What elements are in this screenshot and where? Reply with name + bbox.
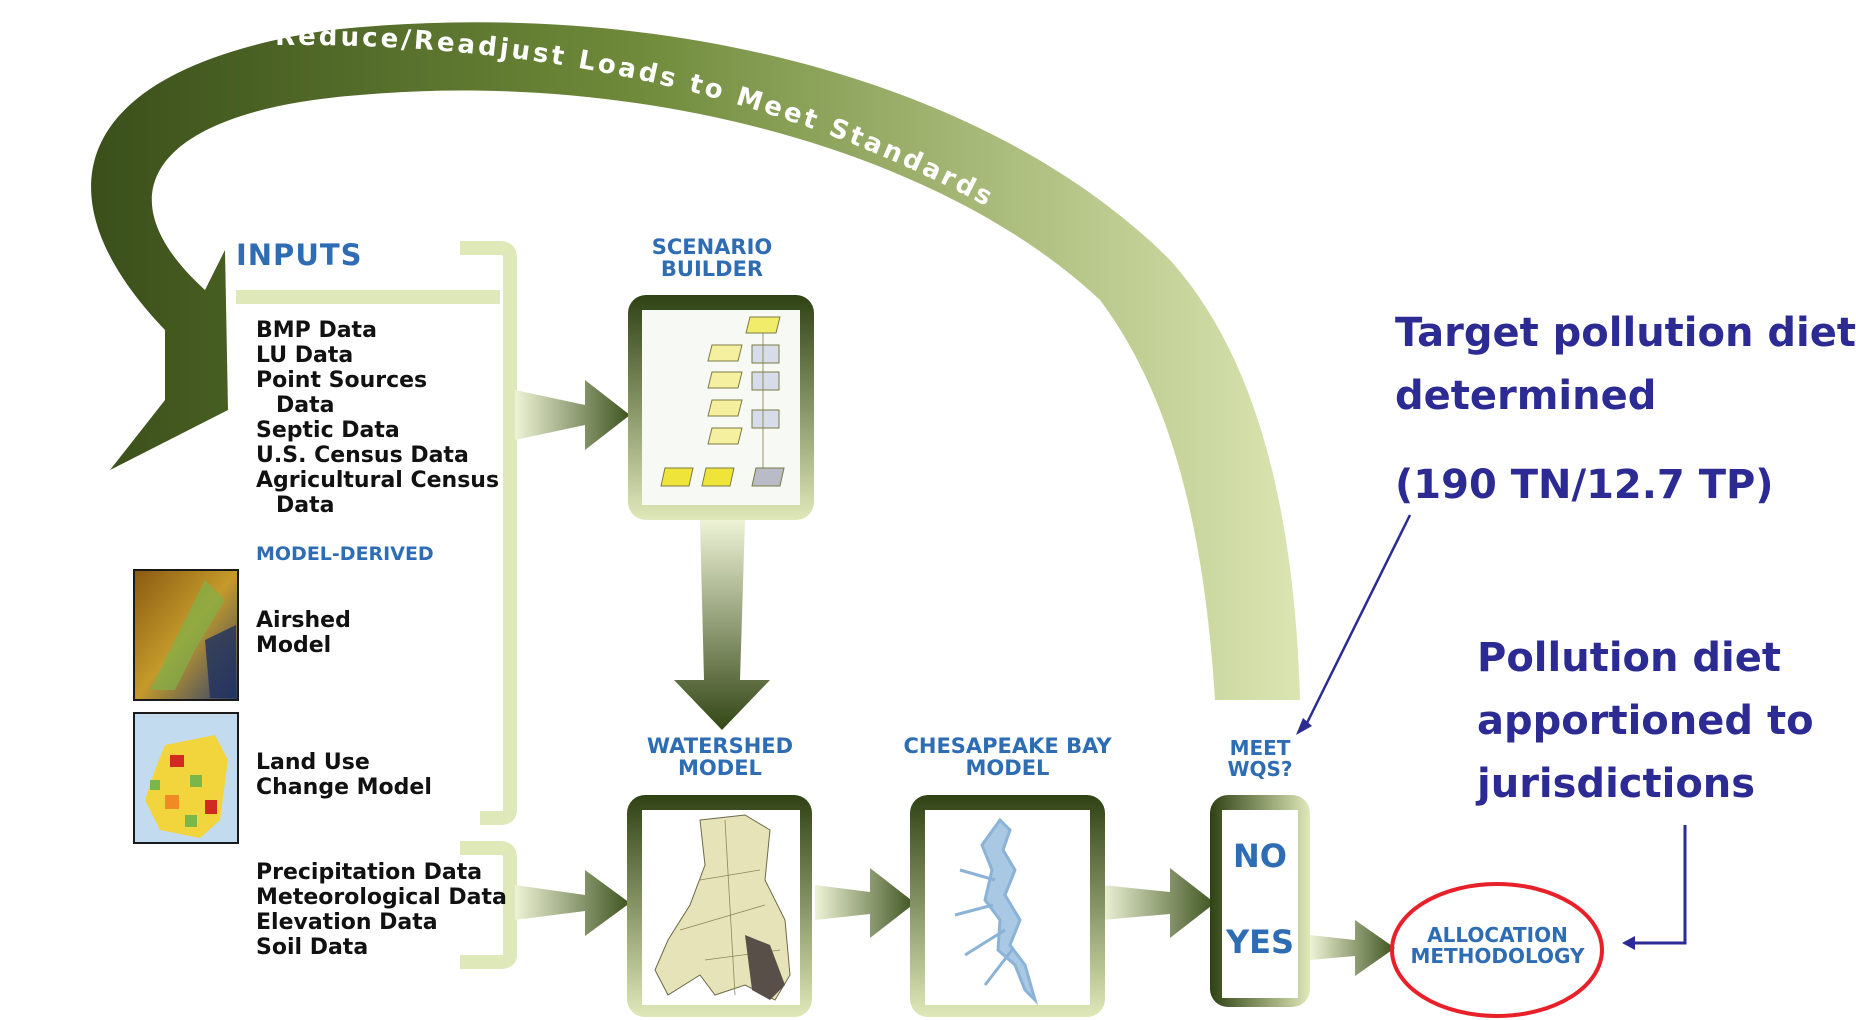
inputs-item: Data: [276, 493, 335, 518]
allocation-methodology: ALLOCATION METHODOLOGY: [1410, 923, 1585, 968]
decision-no: NO: [1233, 837, 1287, 875]
allocation-highlight-circle: [1390, 882, 1604, 1018]
inputs-item: Point Sources: [256, 368, 428, 393]
inputs-item: Soil Data: [256, 935, 369, 960]
inputs-item: U.S. Census Data: [256, 443, 469, 468]
scenario-builder-title: SCENARIO BUILDER: [651, 235, 773, 282]
arrow-watershed-to-bay: [815, 868, 915, 938]
airshed-label: Airshed Model: [256, 608, 351, 658]
bay-model-title: CHESAPEAKE BAY MODEL: [903, 734, 1112, 781]
arrow-to-scenario: [515, 380, 630, 450]
inputs-item: Septic Data: [256, 418, 400, 443]
lower-inputs-bracket: [460, 841, 517, 969]
inputs-item: Meteorological Data: [256, 885, 507, 910]
arrow-scenario-to-watershed: [674, 520, 770, 730]
arrow-bay-to-wqs: [1102, 868, 1215, 938]
inputs-list: BMP Data LU Data Point Sources Data Sept…: [256, 318, 499, 518]
arrow-to-watershed: [515, 870, 630, 936]
decision-yes: YES: [1225, 923, 1295, 961]
lower-inputs-list: Precipitation Data Meteorological Data E…: [256, 860, 507, 960]
land-use-label: Land Use Change Model: [256, 750, 432, 800]
inputs-item: Precipitation Data: [256, 860, 483, 885]
inputs-item: Agricultural Census: [256, 468, 500, 493]
inputs-item: Data: [276, 393, 335, 418]
chesapeake-bay-map: [954, 817, 1039, 1006]
inputs-bracket: [460, 241, 517, 825]
pointer-to-allocation: [1630, 825, 1687, 945]
airshed-map-image: [133, 569, 239, 701]
model-derived-title: MODEL-DERIVED: [256, 543, 434, 565]
pointer-to-wqs: [1303, 514, 1412, 728]
arrow-yes-to-allocation: [1310, 920, 1395, 976]
inputs-title: INPUTS: [236, 238, 363, 272]
watershed-model-title: WATERSHED MODEL: [646, 734, 794, 781]
inputs-item: LU Data: [256, 343, 354, 368]
target-value: (190 TN/12.7 TP): [1395, 462, 1774, 508]
land-use-map-image: [133, 712, 239, 844]
loop-back-arrow: [91, 22, 1300, 700]
inputs-item: BMP Data: [256, 318, 377, 343]
apportioned-annotation: Pollution diet apportioned to jurisdicti…: [1477, 635, 1814, 807]
scenario-flowchart: [660, 316, 785, 487]
meet-wqs-title: MEET WQS?: [1227, 736, 1293, 781]
target-annotation: Target pollution diet determined: [1395, 310, 1856, 419]
inputs-item: Elevation Data: [256, 910, 438, 935]
